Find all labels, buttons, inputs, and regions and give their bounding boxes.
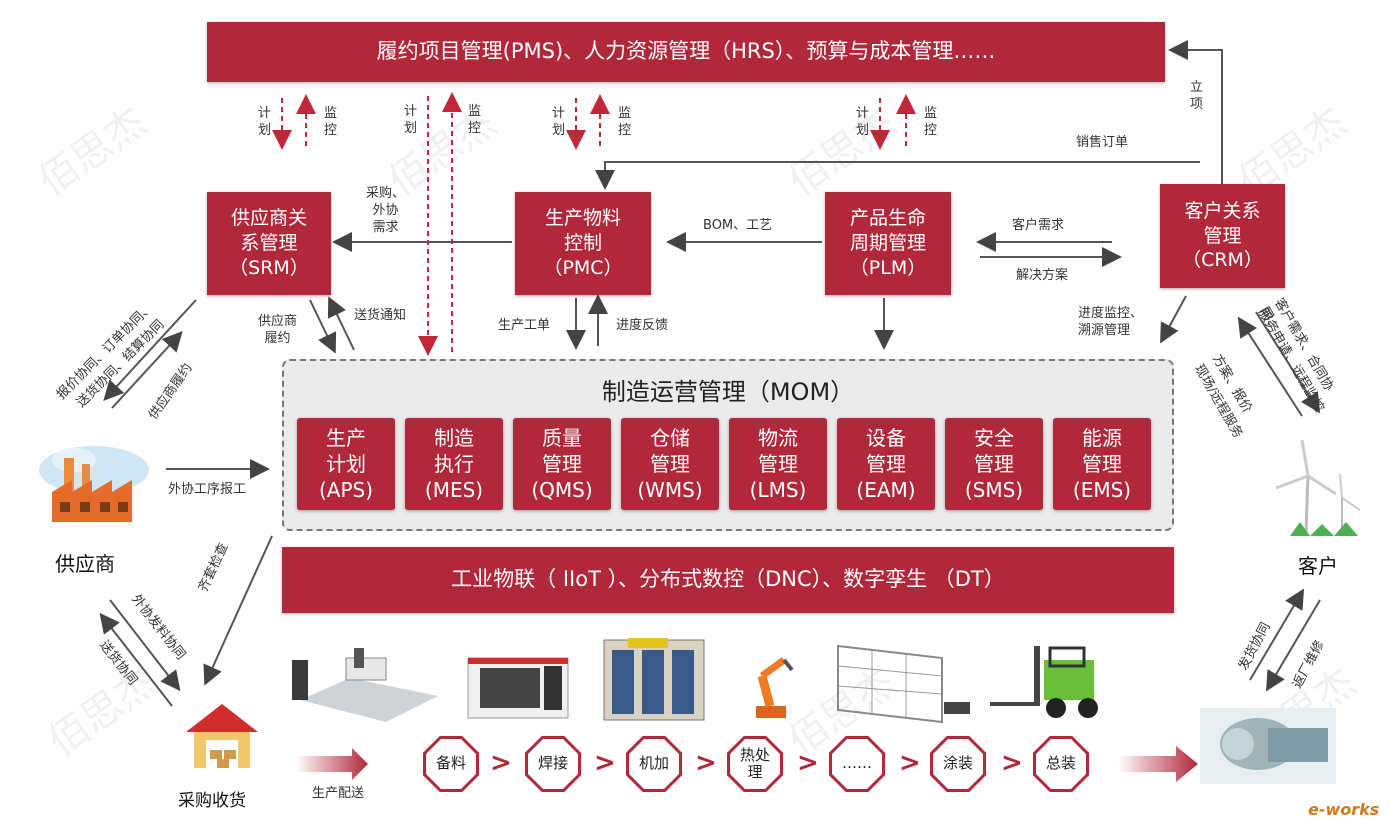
step-heat-treatment[interactable]: 热处 理 [727,736,783,792]
warehouse-icon [184,700,260,770]
purchase-demand-label: 采购、 外协 需求 [366,186,406,235]
step-label: 备料 [426,739,476,789]
bom-label: BOM、工艺 [703,218,773,233]
crm-box[interactable]: 客户关系 管理 （CRM） [1160,184,1285,288]
srm-box[interactable]: 供应商关 系管理 （SRM） [207,192,331,295]
step-more[interactable]: …… [829,736,885,792]
progress-feedback-label: 进度反馈 [616,318,669,333]
plan-label: 计 划 [856,106,870,138]
production-delivery-label: 生产配送 [312,786,365,801]
pms-hrs-bar[interactable]: 履约项目管理(PMS)、人力资源管理（HRS）、预算与成本管理…… [207,22,1165,82]
step-label: 热处 理 [730,739,780,789]
machining-center-icon [458,652,578,722]
customer-demand-label: 客户需求 [1012,218,1065,233]
sales-order-label: 销售订单 [1076,135,1129,150]
monitor-label: 监 控 [924,106,938,138]
module-mes[interactable]: 制造 执行 (MES) [405,418,503,510]
lixiang-label: 立 项 [1190,80,1204,112]
step-prep[interactable]: 备料 [423,736,479,792]
cnc-router-icon [290,640,440,724]
storage-rack-icon [832,642,972,724]
robot-arm-icon [740,646,800,720]
plan-label: 计 划 [258,106,272,138]
step-assembly[interactable]: 总装 [1033,736,1089,792]
forklift-icon [988,642,1118,720]
module-lms[interactable]: 物流 管理 (LMS) [729,418,827,510]
solution-label: 解决方案 [1016,268,1069,283]
monitor-label: 监 控 [468,104,482,136]
step-welding[interactable]: 焊接 [525,736,581,792]
supplier-label: 供应商 [55,552,115,576]
plan-label: 计 划 [552,106,566,138]
module-sms[interactable]: 安全 管理 (SMS) [945,418,1043,510]
chevron-right-icon: > [695,748,717,778]
pmc-box[interactable]: 生产物料 控制 （PMC） [515,192,651,295]
step-label: 涂装 [933,739,983,789]
factory-icon [34,440,152,522]
supplier-perform-label: 供应商 履约 [258,314,298,346]
production-order-label: 生产工单 [498,318,551,333]
outsource-report-label: 外协工序报工 [168,482,247,497]
chevron-right-icon: > [594,748,616,778]
module-eam[interactable]: 设备 管理 (EAM) [837,418,935,510]
step-label: 焊接 [528,739,578,789]
chevron-right-icon: > [1001,748,1023,778]
step-coating[interactable]: 涂装 [930,736,986,792]
iiot-bar[interactable]: 工业物联（ IIoT ）、分布式数控（DNC）、数字孪生 （DT） [282,547,1174,613]
step-label: 总装 [1036,739,1086,789]
step-label: 机加 [629,739,679,789]
module-aps[interactable]: 生产 计划 (APS) [297,418,395,510]
chevron-right-icon: > [899,748,921,778]
plan-label: 计 划 [404,104,418,136]
monitor-label: 监 控 [618,106,632,138]
module-ems[interactable]: 能源 管理 (EMS) [1053,418,1151,510]
welding-station-icon [600,636,710,724]
progress-monitor-label: 进度监控、 溯源管理 [1078,306,1144,338]
step-label: …… [832,739,882,789]
product-machine-icon [1198,698,1338,786]
step-machining[interactable]: 机加 [626,736,682,792]
module-wms[interactable]: 仓储 管理 (WMS) [621,418,719,510]
mom-title: 制造运营管理（MOM） [601,378,855,406]
customer-label: 客户 [1298,554,1338,578]
module-qms[interactable]: 质量 管理 (QMS) [513,418,611,510]
purchase-receive-label: 采购收货 [178,791,246,811]
chevron-right-icon: > [490,748,512,778]
delivery-notice-label: 送货通知 [354,308,407,323]
wind-turbine-icon [1270,436,1370,536]
eworks-logo: e-works [1308,800,1380,819]
chevron-right-icon: > [797,748,819,778]
monitor-label: 监 控 [324,106,338,138]
plm-box[interactable]: 产品生命 周期管理 （PLM） [825,192,951,295]
